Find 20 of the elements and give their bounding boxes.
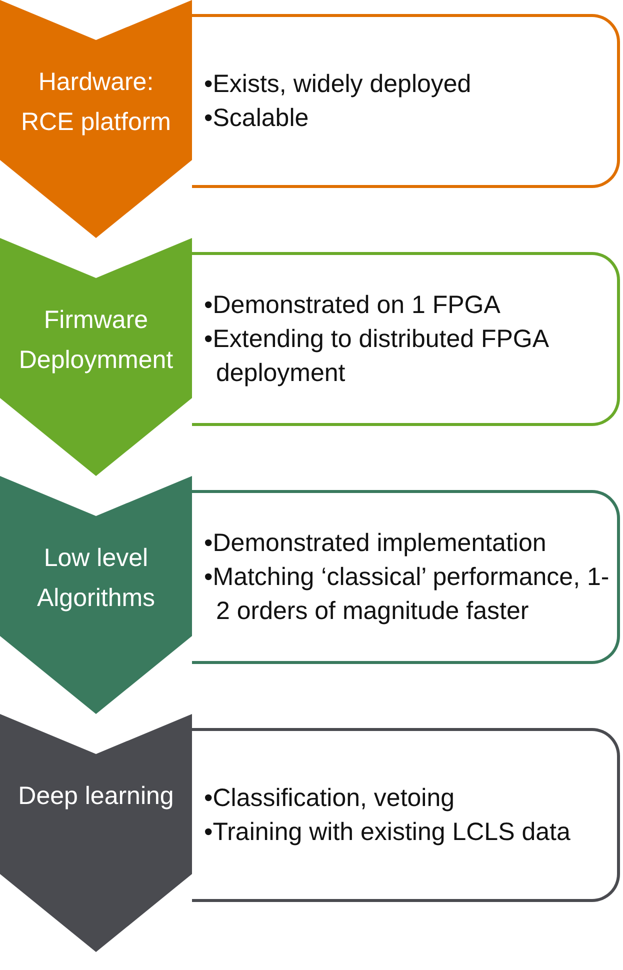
bullet-text: •Scalable xyxy=(204,103,310,134)
bullet-text: •Training with existing LCLS data xyxy=(204,817,572,848)
stage-block xyxy=(0,714,192,952)
bullet-text: •Classification, vetoing xyxy=(204,783,456,814)
bullet-text: •Matching ‘classical’ performance, 1-2 orders of magnitude faster xyxy=(204,562,610,627)
stage-block xyxy=(0,0,192,238)
bullet-text: •Extending to distributed FPGA deployment xyxy=(204,324,550,389)
content-box xyxy=(192,252,620,426)
stage-label: Deep learning xyxy=(17,781,175,812)
bullet-text: •Demonstrated implementation xyxy=(204,528,548,559)
stage-label: Firmware Deploymment xyxy=(18,305,174,376)
stage-block xyxy=(0,476,192,714)
content-box xyxy=(192,490,620,664)
content-box xyxy=(192,14,620,188)
stage-block xyxy=(0,238,192,476)
bullet-text: •Exists, widely deployed xyxy=(204,69,472,100)
bullet-text: •Demonstrated on 1 FPGA xyxy=(204,290,502,321)
stage-label: Hardware: RCE platform xyxy=(20,67,172,138)
stage-label: Low level Algorithms xyxy=(36,543,156,614)
content-box xyxy=(192,728,620,902)
